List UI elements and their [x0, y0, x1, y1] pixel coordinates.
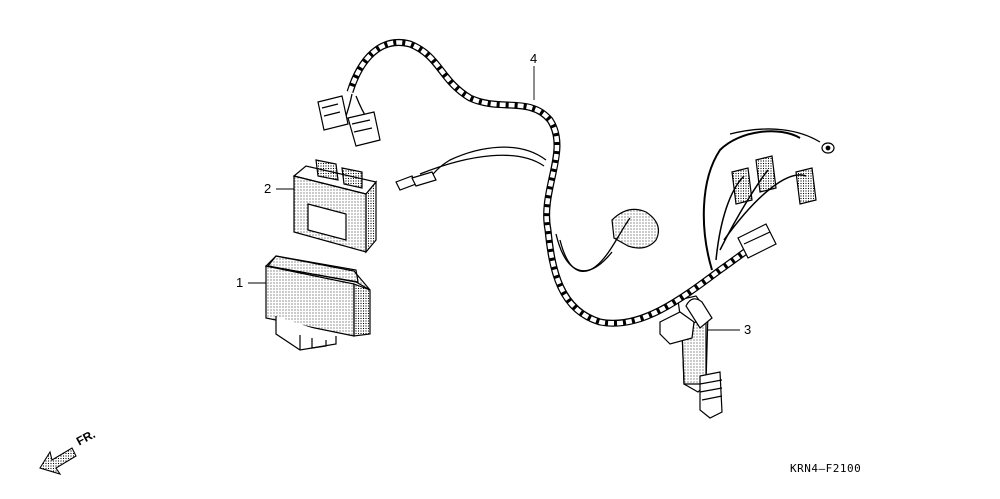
part-1-module-case	[264, 255, 371, 351]
figure-code: KRN4—F2100	[790, 462, 862, 475]
callout-2: 2	[264, 181, 272, 196]
callout-3: 3	[744, 322, 752, 337]
callout-1: 1	[236, 275, 244, 290]
leader-lines	[248, 66, 740, 331]
front-direction-arrow-icon	[39, 447, 77, 475]
part-4-wire-harness	[345, 39, 821, 327]
harness-connectors	[317, 95, 835, 259]
part-2-cdi-unit	[292, 159, 378, 254]
part-3-ignition-coil	[659, 295, 723, 419]
callout-4: 4	[530, 51, 538, 66]
